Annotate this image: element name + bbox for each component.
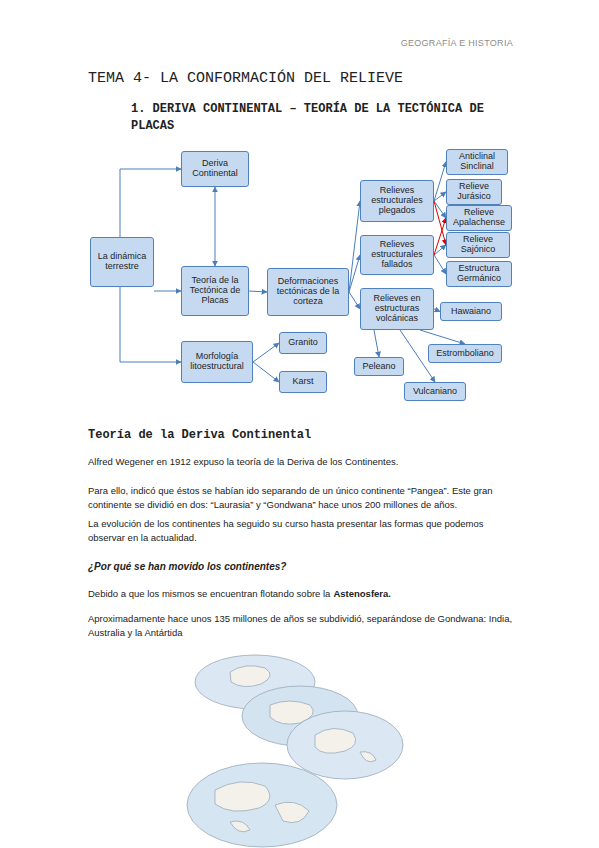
box-label: Karst: [292, 377, 313, 387]
subheading: Teoría de la Deriva Continental: [88, 428, 508, 442]
connector-arrow: [434, 218, 446, 255]
box-label: Anticlinal Sinclinal: [450, 152, 504, 172]
connector-arrow: [253, 343, 279, 362]
concept-box: Hawaiano: [440, 302, 502, 321]
box-label: Vulcaniano: [413, 387, 457, 397]
box-label: Relieves estructurales plegados: [364, 186, 430, 216]
concept-box: Relieves estructurales plegados: [360, 180, 434, 222]
concept-box: Relieve Sajónico: [446, 232, 510, 258]
page-header: GEOGRAFÍA E HISTORIA: [401, 38, 513, 48]
concept-box: Vulcaniano: [404, 382, 466, 401]
box-label: Relieve Jurásico: [450, 182, 498, 202]
box-label: Teoría de la Tectónica de Placas: [185, 276, 245, 306]
box-label: Relieve Apalachense: [450, 208, 508, 228]
page-title: TEMA 4- LA CONFORMACIÓN DEL RELIEVE: [88, 70, 403, 87]
connector-arrow: [215, 187, 216, 266]
paragraph: Aproximadamente hace unos 135 millones d…: [88, 612, 513, 640]
connector-arrow: [349, 201, 360, 292]
connector-arrow: [349, 292, 360, 309]
connector-arrow: [253, 362, 279, 382]
concept-box: Estromboliano: [428, 344, 502, 363]
section-heading: 1. DERIVA CONTINENTAL – TEORÍA DE LA TEC…: [131, 101, 521, 135]
box-label: Deformaciones tectónicas de la corteza: [271, 277, 345, 307]
connector-arrow: [249, 291, 267, 292]
concept-box: Morfología litoestructural: [181, 341, 253, 383]
concept-box: Karst: [279, 371, 327, 393]
concept-box: La dinámica terrestre: [90, 237, 154, 287]
concept-box: Teoría de la Tectónica de Placas: [181, 266, 249, 316]
box-label: Estructura Germánico: [450, 264, 508, 284]
concept-box: Relieve Apalachense: [446, 205, 512, 231]
concept-box: Relieves estructurales fallados: [360, 235, 434, 275]
box-label: Estromboliano: [436, 349, 494, 359]
box-label: Hawaiano: [451, 307, 491, 317]
paragraph: La evolución de los continentes ha segui…: [88, 517, 513, 545]
concept-box: Peleano: [354, 357, 404, 376]
concept-box: Anticlinal Sinclinal: [446, 149, 508, 175]
paragraph: Alfred Wegener en 1912 expuso la teoría …: [88, 455, 513, 469]
concept-box: Relieves en estructuras volcánicas: [360, 288, 434, 330]
connector-arrow: [349, 255, 360, 292]
connector-arrow: [420, 330, 465, 344]
connector-arrow: [120, 169, 181, 237]
box-label: Morfología litoestructural: [185, 352, 249, 372]
bold-term: Astenosfera.: [333, 587, 391, 601]
connector-arrow: [434, 162, 446, 201]
connector-arrow: [120, 287, 181, 362]
connector-arrow: [434, 255, 446, 274]
box-label: Granito: [288, 338, 318, 348]
concept-box: Deformaciones tectónicas de la corteza: [267, 268, 349, 316]
concept-box: Estructura Germánico: [446, 261, 512, 287]
box-label: Relieves en estructuras volcánicas: [364, 294, 430, 324]
box-label: Peleano: [362, 362, 395, 372]
paragraph: Debido a que los mismos se encuentran fl…: [88, 587, 330, 601]
concept-box: Granito: [279, 332, 327, 354]
connector-arrow: [434, 192, 446, 201]
box-label: La dinámica terrestre: [94, 252, 150, 272]
concept-box: Relieve Jurásico: [446, 179, 502, 205]
connector-arrow: [374, 330, 379, 357]
question-heading: ¿Por qué se han movido los continentes?: [88, 561, 513, 572]
connector-arrow: [154, 291, 181, 292]
box-label: Deriva Continental: [185, 159, 245, 179]
box-label: Relieve Sajónico: [450, 235, 506, 255]
concept-box: Deriva Continental: [181, 151, 249, 187]
paragraph: Para ello, indicó que éstos se habían id…: [88, 484, 513, 512]
box-label: Relieves estructurales fallados: [364, 240, 430, 270]
